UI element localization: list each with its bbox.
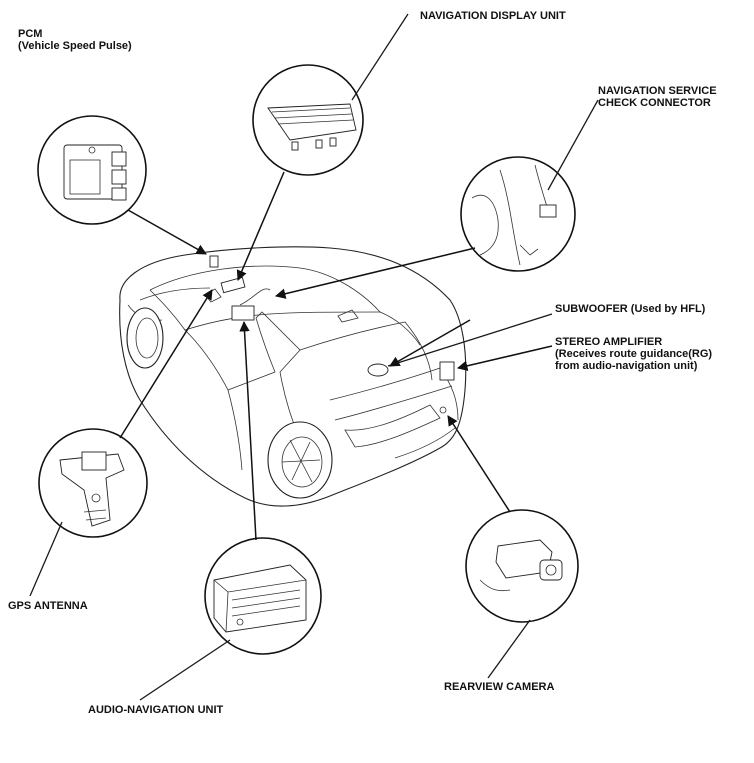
gps-antenna-icon [38,428,148,538]
navigation-display-icon [252,64,364,176]
nav-display-label: NAVIGATION DISPLAY UNIT [420,10,566,22]
audio-nav-location-marker [231,305,255,321]
amplifier-sub2: from audio-navigation unit) [555,360,698,372]
nav-service-line1: NAVIGATION SERVICE [598,85,717,97]
amplifier-sub1: (Receives route guidance(RG) [555,348,713,360]
rear-camera-label: REARVIEW CAMERA [444,681,554,693]
gps-label: GPS ANTENNA [8,600,88,612]
audio-nav-label: AUDIO-NAVIGATION UNIT [88,704,223,716]
nav-service-line2: CHECK CONNECTOR [598,97,711,109]
subwoofer-marker [367,363,389,377]
audio-navigation-unit-icon [204,537,322,655]
pcm-title: PCM [18,28,43,40]
amplifier-title: STEREO AMPLIFIER [555,336,663,348]
subwoofer-label: SUBWOOFER (Used by HFL) [555,303,705,315]
amplifier-label: STEREO AMPLIFIER (Receives route guidanc… [555,336,712,372]
gps-text: GPS ANTENNA [8,600,88,612]
subwoofer-text: SUBWOOFER (Used by HFL) [555,303,706,315]
rear-camera-text: REARVIEW CAMERA [444,681,555,693]
pcm-label: PCM (Vehicle Speed Pulse) [18,28,132,52]
audio-nav-text: AUDIO-NAVIGATION UNIT [88,704,224,716]
nav-display-text: NAVIGATION DISPLAY UNIT [420,10,566,22]
amplifier-marker [439,361,455,381]
pcm-location-marker [209,255,219,268]
service-connector-icon [460,156,576,272]
nav-service-label: NAVIGATION SERVICE CHECK CONNECTOR [598,85,717,109]
pcm-subtitle: (Vehicle Speed Pulse) [18,40,132,52]
nav-harness [239,288,271,306]
rearview-camera-icon [465,509,579,623]
nav-display-location-marker [220,276,246,294]
pcm-icon [37,115,147,225]
car-icon [119,246,467,507]
